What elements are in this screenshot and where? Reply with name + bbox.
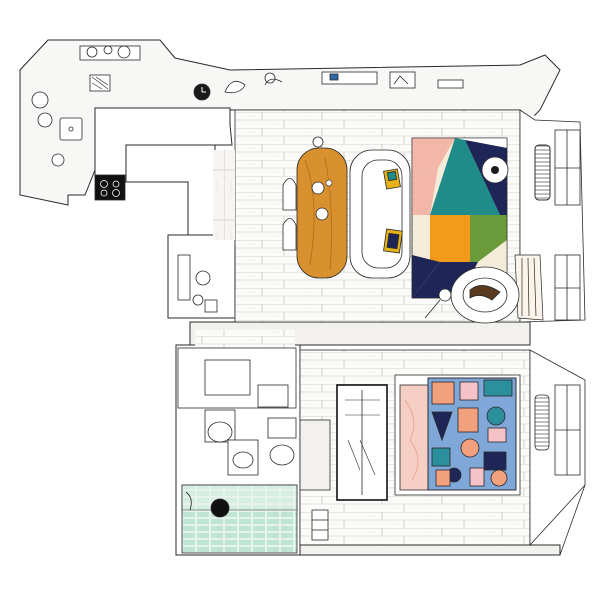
washing-machine	[204, 359, 251, 396]
plate-icon	[311, 181, 325, 195]
cushion-icon	[386, 170, 398, 182]
dining-table	[296, 136, 348, 279]
bathroom	[177, 347, 331, 554]
window	[554, 129, 581, 206]
plate-icon	[315, 207, 329, 221]
plant-icon	[224, 80, 246, 94]
sofa	[349, 149, 411, 279]
radiator	[534, 394, 550, 451]
floor-lamp	[424, 288, 452, 319]
doors	[234, 245, 301, 350]
chair-icon	[282, 178, 297, 251]
radiator	[534, 144, 551, 201]
curtain	[514, 254, 544, 321]
stovetop	[94, 174, 126, 201]
shower-drain	[210, 498, 230, 518]
jar-icon	[103, 45, 113, 55]
bedroom	[336, 374, 521, 501]
kitchen	[31, 45, 464, 313]
kitchen-island-side-floor	[213, 150, 235, 240]
jar-icon	[117, 45, 131, 59]
bowl-icon	[51, 153, 65, 167]
jar-icon	[86, 46, 98, 58]
bowl-icon	[195, 270, 211, 286]
hall-floor	[195, 330, 295, 350]
bedroom-window-wall	[529, 349, 586, 547]
stool	[311, 509, 329, 541]
armchair	[450, 266, 520, 324]
cushion-icon	[386, 232, 400, 250]
sink	[177, 254, 191, 301]
kettle-icon	[31, 91, 49, 109]
picture-frame	[389, 71, 416, 89]
pendant-lamp-icon	[264, 72, 276, 84]
window	[554, 254, 581, 321]
